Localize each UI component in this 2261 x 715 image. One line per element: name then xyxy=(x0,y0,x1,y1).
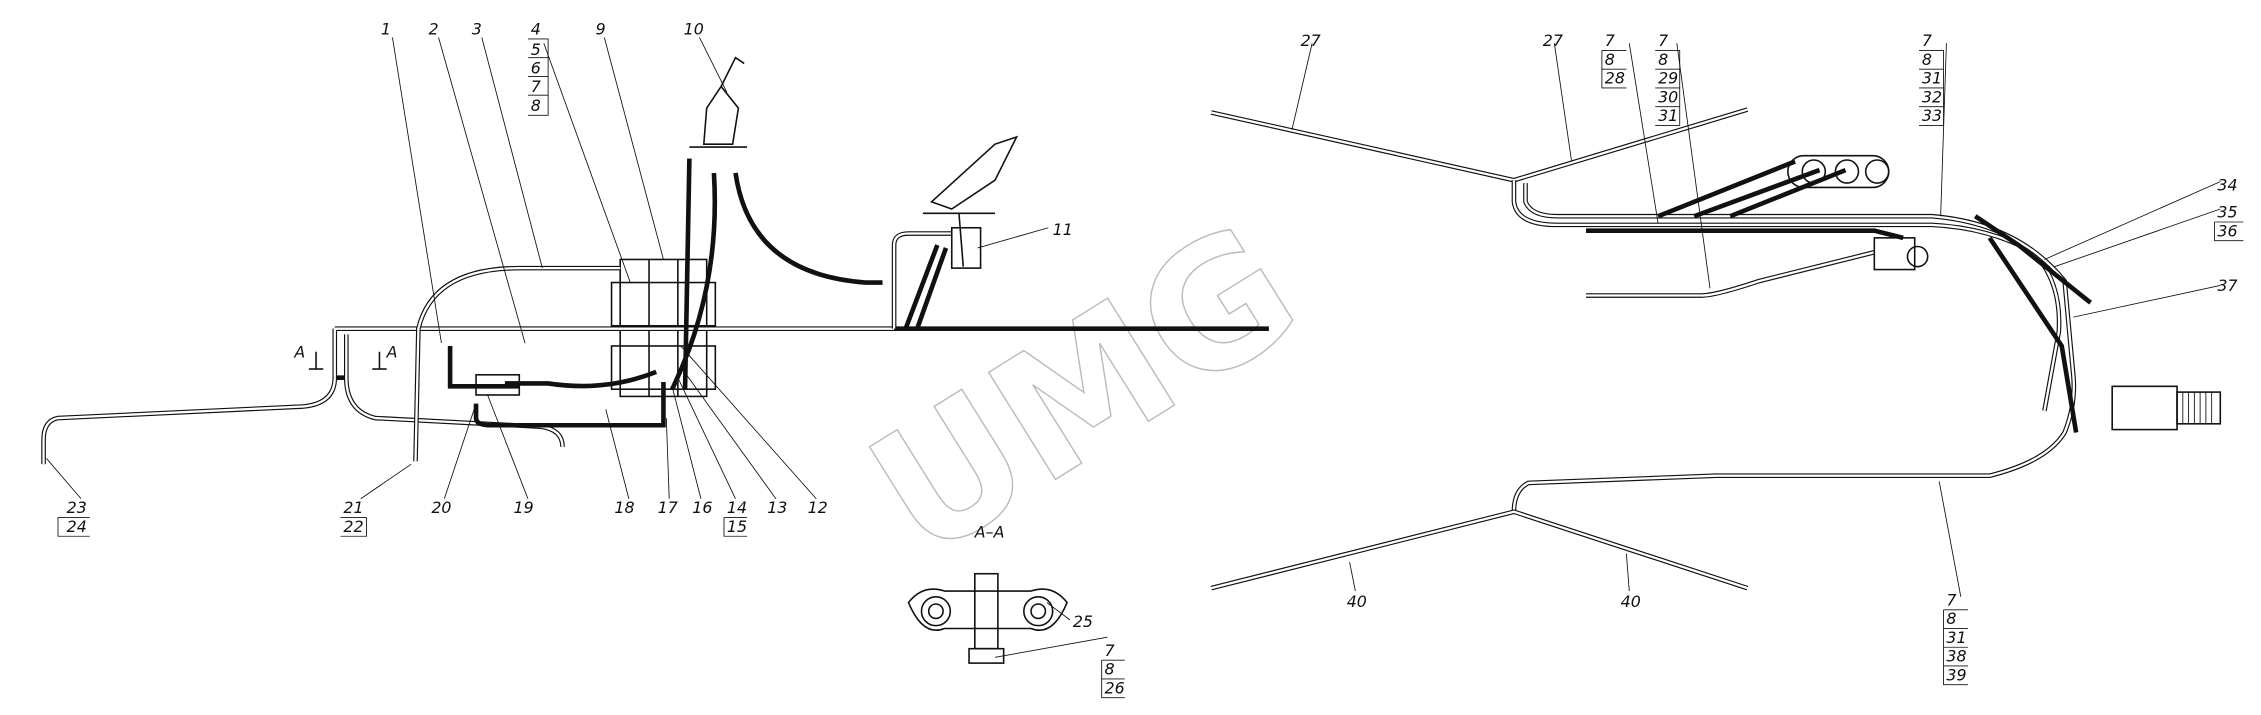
callout-stack-4: 4 5 6 7 8 xyxy=(527,20,549,116)
callout: 7 xyxy=(531,77,541,96)
callout: 31 xyxy=(1922,69,1942,88)
callout: 30 xyxy=(1658,87,1678,106)
callout: 28 xyxy=(1605,69,1625,88)
callout: 23 xyxy=(67,498,87,517)
callout: 18 xyxy=(614,498,634,517)
callout: 5 xyxy=(531,40,541,59)
callout: 8 xyxy=(1946,609,1956,628)
callout-stack-38: 7 8 31 38 39 xyxy=(1943,590,1969,686)
callout: 29 xyxy=(1658,69,1678,88)
callout: 6 xyxy=(531,59,541,78)
callout: 8 xyxy=(1922,50,1932,69)
callout: 12 xyxy=(808,498,828,517)
callout: 40 xyxy=(1347,592,1367,611)
callout: 26 xyxy=(1105,678,1125,697)
callout: 7 xyxy=(1946,590,1956,609)
callout: 31 xyxy=(1658,106,1678,125)
callout: 2 xyxy=(428,20,438,39)
callout: 37 xyxy=(2217,276,2237,295)
section-view xyxy=(907,572,1068,664)
callout: 16 xyxy=(692,498,712,517)
watermark: UMG xyxy=(838,185,1331,597)
callout: 25 xyxy=(1073,612,1093,631)
callout: 17 xyxy=(658,498,678,517)
callout-stack-21: 21 22 xyxy=(340,498,367,537)
callout: 38 xyxy=(1946,647,1966,666)
left-assembly-drawing: A A A–A 1 2 3 9 10 11 12 13 16 17 18 19 … xyxy=(41,20,1269,699)
callout-stack-35: 35 36 xyxy=(2214,203,2244,242)
callout-stack-23: 23 24 xyxy=(57,498,90,537)
callout: 34 xyxy=(2217,175,2237,194)
callout: 10 xyxy=(684,20,704,39)
section-title: A–A xyxy=(974,523,1005,542)
callout: 39 xyxy=(1946,665,1966,684)
callout: 27 xyxy=(1543,31,1563,50)
callout: 15 xyxy=(727,517,747,536)
callout: 4 xyxy=(531,20,541,39)
callout: 9 xyxy=(596,20,606,39)
callout: 32 xyxy=(1922,87,1942,106)
callout: 36 xyxy=(2217,221,2237,240)
callout: 14 xyxy=(727,498,747,517)
callout-stack-28: 7 8 28 xyxy=(1601,31,1627,89)
callout: 21 xyxy=(343,498,363,517)
callout: 7 xyxy=(1105,641,1115,660)
callout: 27 xyxy=(1301,31,1321,50)
callout: 7 xyxy=(1658,31,1668,50)
callout: 20 xyxy=(431,498,451,517)
callout-stack-section: 7 8 26 xyxy=(1101,641,1125,699)
callout: 1 xyxy=(381,20,391,39)
callout: 8 xyxy=(1105,660,1115,679)
callout: 22 xyxy=(343,517,363,536)
callout: 40 xyxy=(1621,592,1641,611)
callout: 19 xyxy=(514,498,534,517)
callout: 7 xyxy=(1922,31,1932,50)
callout: 8 xyxy=(1605,50,1615,69)
callout: 11 xyxy=(1053,220,1073,239)
callout: 33 xyxy=(1922,106,1942,125)
callout-stack-29: 7 8 29 30 31 xyxy=(1655,31,1681,126)
section-mark-right: A xyxy=(386,343,398,362)
callout: 31 xyxy=(1946,628,1966,647)
callout-stack-32: 7 8 31 32 33 xyxy=(1919,31,1944,126)
callout: 8 xyxy=(531,96,541,115)
callout: 7 xyxy=(1605,31,1615,50)
callout: 35 xyxy=(2217,203,2237,222)
callout: 13 xyxy=(767,498,787,517)
right-assembly-drawing: 27 27 34 37 40 40 7 8 28 7 8 29 30 31 7 … xyxy=(1210,31,2244,686)
callout: 8 xyxy=(1658,50,1668,69)
callout-stack-14: 14 15 xyxy=(723,498,748,537)
section-mark-left: A xyxy=(293,343,305,362)
callout: 24 xyxy=(67,517,87,536)
callout: 3 xyxy=(472,20,482,39)
